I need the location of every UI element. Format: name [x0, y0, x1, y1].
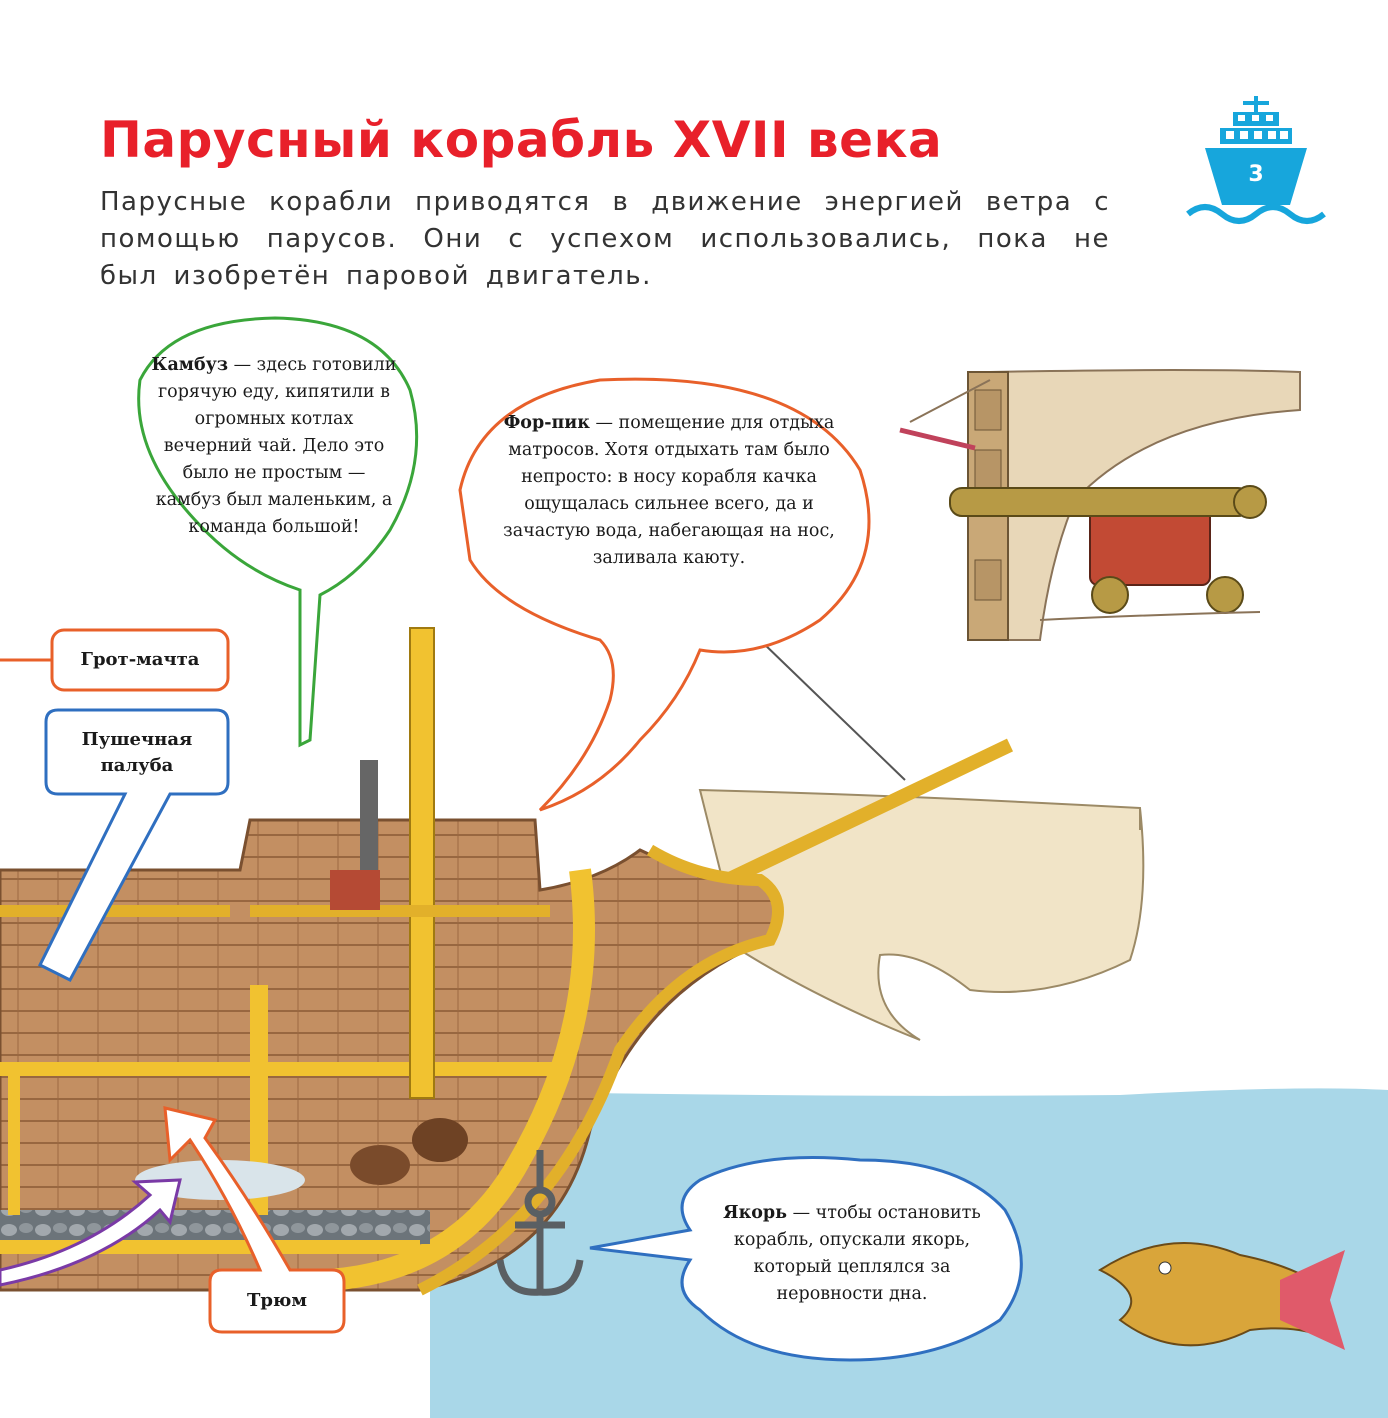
kambuz-description: — здесь готовили горячую еду, кипятили в… [155, 355, 397, 537]
kambuz-text: Камбуз — здесь готовили горячую еду, кип… [148, 352, 400, 541]
yakor-term: Якорь [723, 1203, 788, 1223]
trum-label-box [163, 1106, 346, 1334]
intro-paragraph: Парусные корабли приводятся в движение э… [100, 187, 1110, 291]
fish-icon [1097, 1242, 1345, 1350]
ship-hull [0, 627, 784, 1296]
cannon-inset [899, 369, 1301, 641]
ship-badge-icon [1186, 96, 1326, 224]
yakor-description: — чтобы остановить корабль, опускали яко… [733, 1203, 981, 1304]
forpik-text: Фор-пик — помещение для отдыха матросов.… [500, 410, 838, 572]
kambuz-term: Камбуз [151, 355, 229, 375]
yakor-text: Якорь — чтобы остановить корабль, опуска… [712, 1200, 992, 1308]
pushka-label: Пушечная палуба [81, 729, 193, 776]
page-title: Парусный корабль XVII века [100, 111, 943, 169]
anchor-icon [496, 1150, 584, 1296]
forpik-description: — помещение для отдыха матросов. Хотя от… [503, 413, 835, 568]
grot-label: Грот-мачта [80, 649, 200, 670]
trum-label: Трюм [246, 1290, 308, 1311]
page-number: 3 [1248, 162, 1264, 187]
forpik-bubble [458, 377, 871, 812]
yakor-bubble [589, 1156, 1023, 1362]
forpik-term: Фор-пик [503, 413, 590, 433]
kambuz-bubble [137, 316, 419, 748]
purple-arrow [0, 1178, 182, 1287]
pushka-label-box [37, 708, 230, 982]
